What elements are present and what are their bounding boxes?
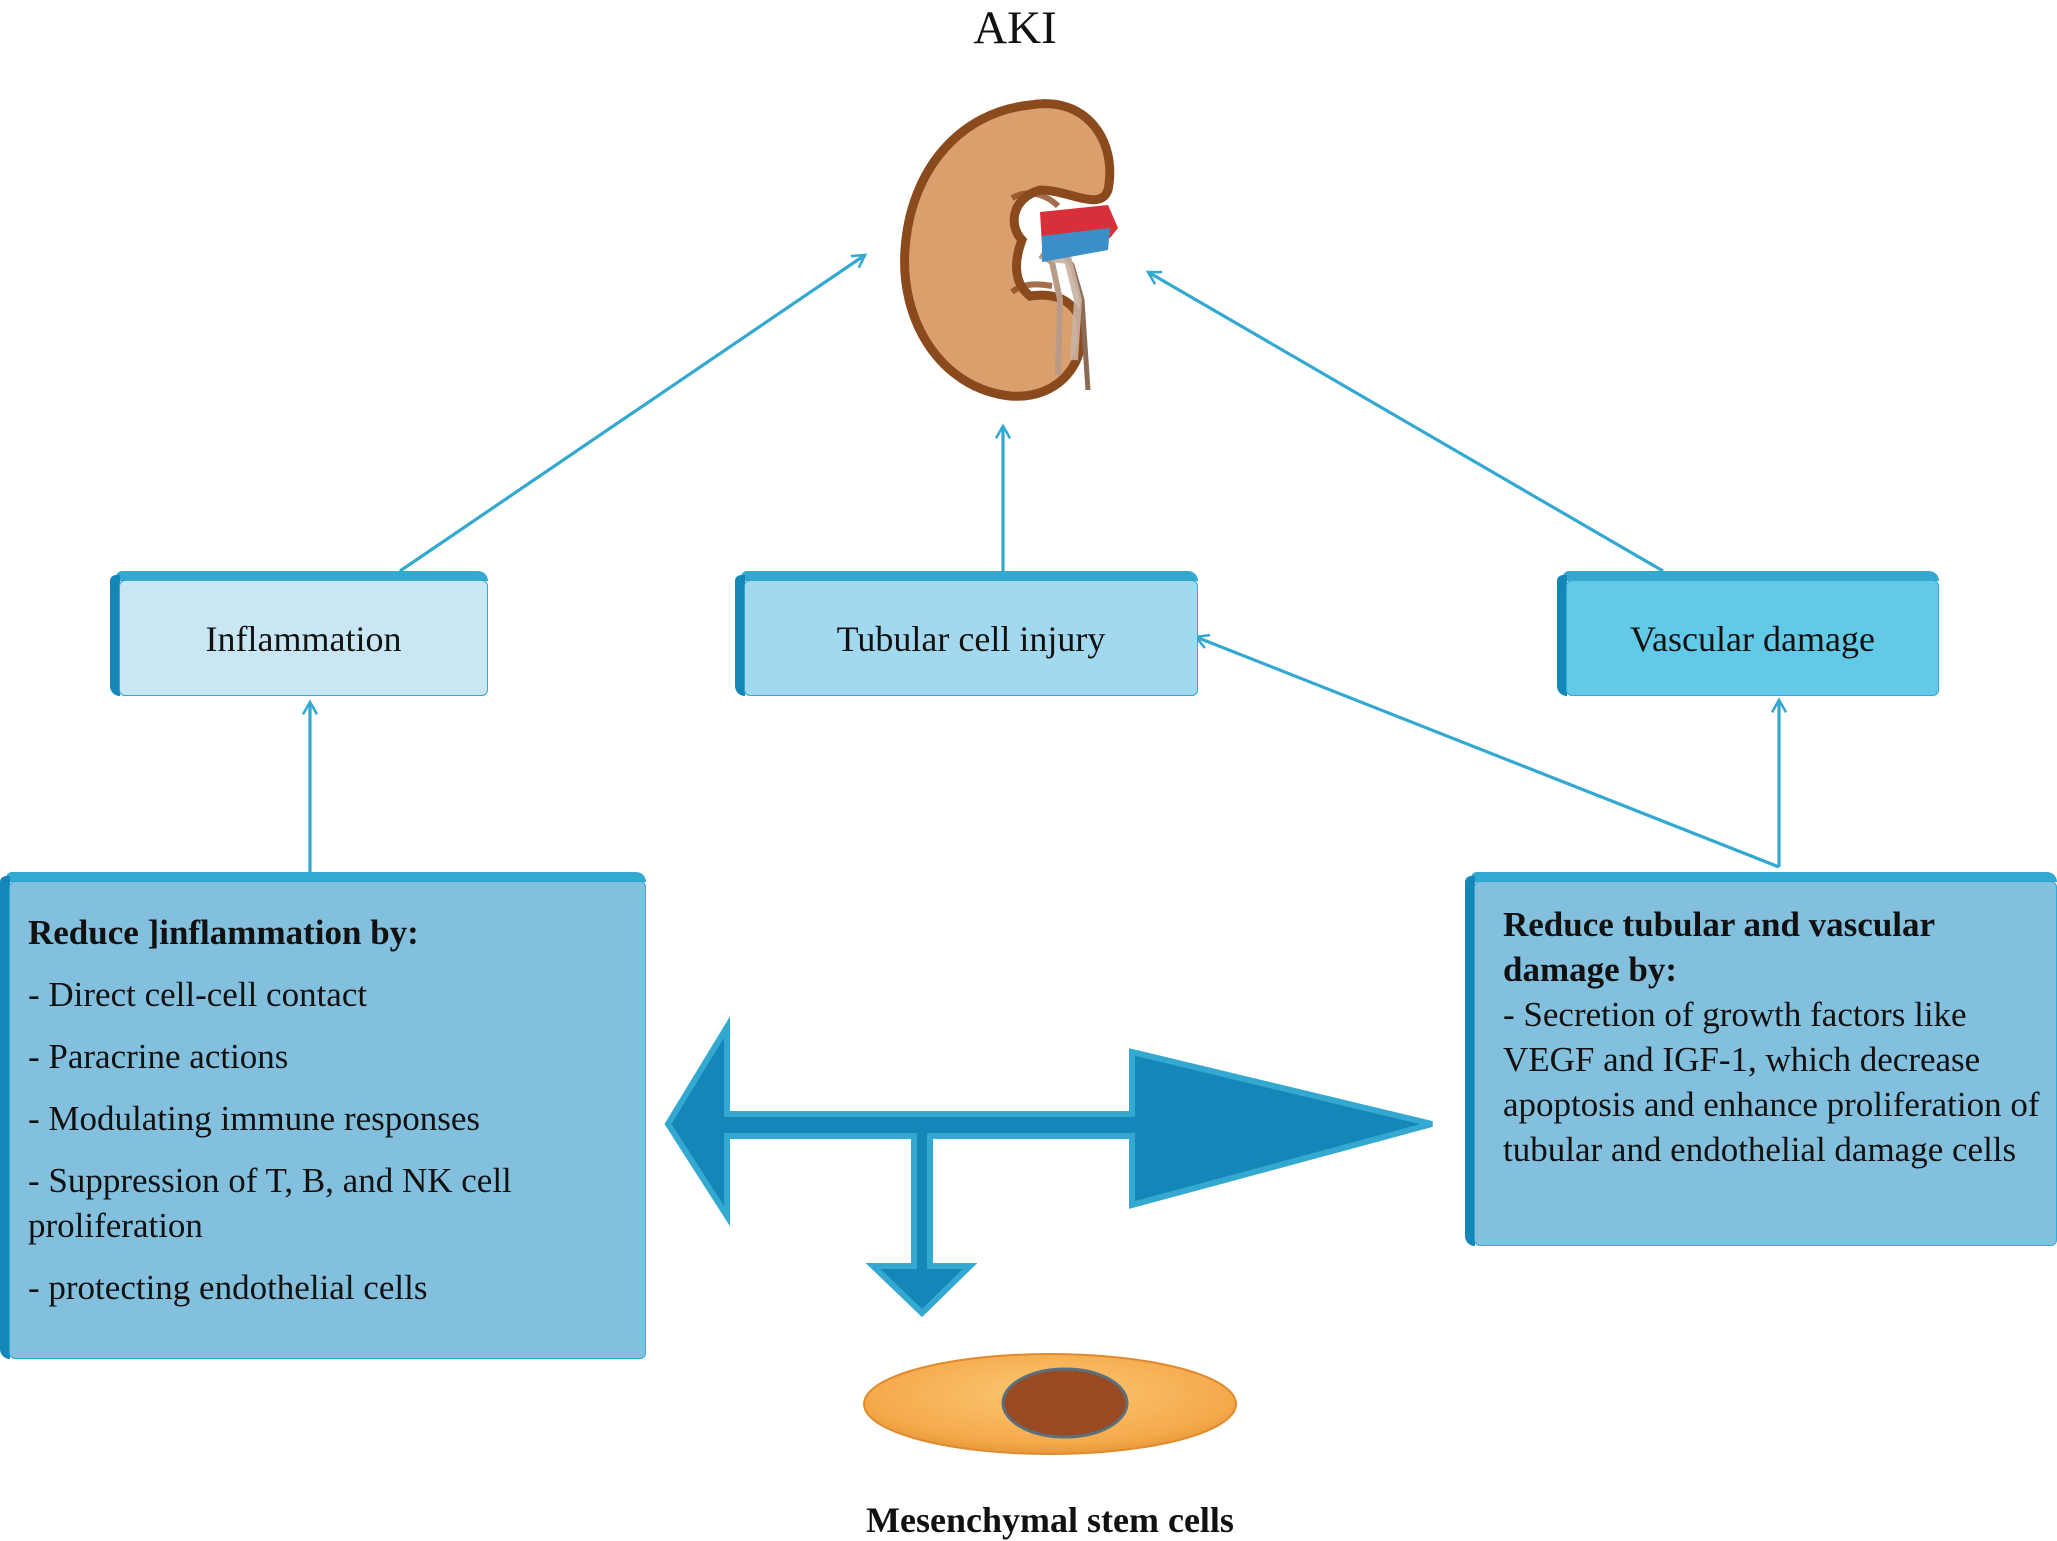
effect-box-tubular: Tubular cell injury	[735, 571, 1198, 696]
effect-label-vascular: Vascular damage	[1630, 619, 1875, 659]
list-item: - Direct cell-cell contact	[28, 975, 368, 1014]
stem-cell-icon	[863, 1353, 1237, 1455]
cell-nucleus	[1001, 1367, 1129, 1439]
left-action-box: Reduce ]inflammation by: - Direct cell-c…	[0, 872, 646, 1359]
diagram-title: AKI	[973, 2, 1057, 54]
vein-icon	[1042, 228, 1110, 262]
arrow-right-action-to-tubular	[1196, 637, 1780, 869]
effect-label-tubular: Tubular cell injury	[836, 619, 1106, 659]
stem-cell-label: Mesenchymal stem cells	[866, 1500, 1234, 1540]
left-action-list: - Direct cell-cell contact - Paracrine a…	[28, 972, 631, 1310]
list-item: - protecting endothelial cells	[28, 1268, 428, 1307]
kidney-icon	[900, 99, 1118, 401]
list-item: - Paracrine actions	[28, 1037, 289, 1076]
right-action-heading: Reduce tubular and vascular damage by:	[1503, 905, 1935, 989]
list-item: - Suppression of T, B, and NK cell proli…	[28, 1161, 512, 1245]
left-action-heading: Reduce ]inflammation by:	[28, 913, 419, 952]
tri-arrow-icon	[664, 1016, 1433, 1318]
arrow-inflammation-to-aki	[399, 255, 865, 573]
right-action-box: Reduce tubular and vascular damage by: -…	[1465, 872, 2057, 1246]
effect-label-inflammation: Inflammation	[205, 619, 402, 659]
arrow-vascular-to-aki	[1148, 270, 1664, 573]
list-item: - Modulating immune responses	[28, 1099, 481, 1138]
effect-box-vascular: Vascular damage	[1557, 571, 1939, 696]
effect-box-inflammation: Inflammation	[110, 571, 488, 696]
list-item: - Secretion of growth factors like VEGF …	[1503, 995, 2040, 1169]
